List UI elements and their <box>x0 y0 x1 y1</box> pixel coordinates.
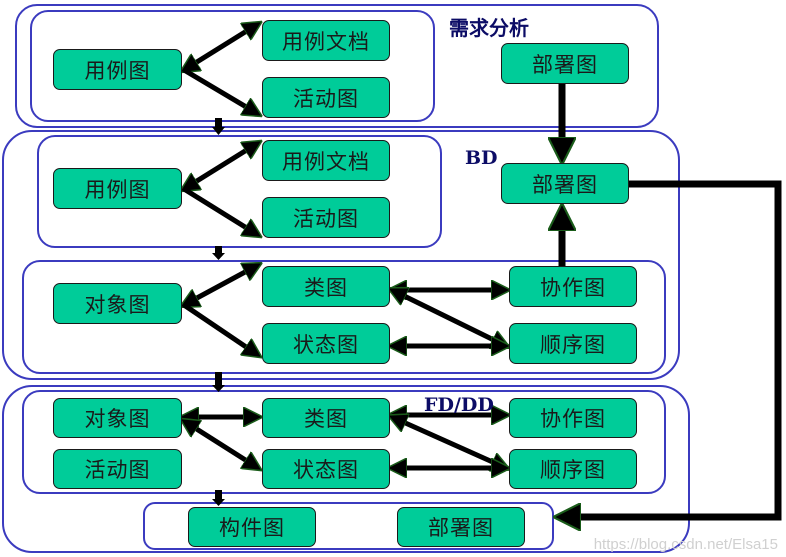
section-label-fddd: FD/DD <box>424 394 494 416</box>
node-req-deployment[interactable]: 部署图 <box>501 43 629 84</box>
node-fd-collaboration[interactable]: 协作图 <box>509 398 637 438</box>
node-bd-collaboration[interactable]: 协作图 <box>509 266 637 307</box>
node-req-activity[interactable]: 活动图 <box>262 77 390 118</box>
node-bd-use-case[interactable]: 用例图 <box>53 168 182 209</box>
node-fd-sequence[interactable]: 顺序图 <box>509 449 637 489</box>
node-bd-object[interactable]: 对象图 <box>53 283 182 324</box>
node-fd-object[interactable]: 对象图 <box>53 398 182 438</box>
watermark: https://blog.csdn.net/Elsa15 <box>593 536 778 553</box>
node-bd-class[interactable]: 类图 <box>262 266 390 307</box>
bd-inner-frame-top <box>37 135 442 248</box>
node-req-use-case[interactable]: 用例图 <box>53 49 182 90</box>
node-bd-deployment[interactable]: 部署图 <box>501 163 629 204</box>
requirements-outer-frame <box>15 4 659 128</box>
node-fd-component[interactable]: 构件图 <box>188 507 316 547</box>
node-fd-deployment[interactable]: 部署图 <box>397 507 525 547</box>
node-fd-state[interactable]: 状态图 <box>262 449 390 489</box>
requirements-inner-frame <box>30 10 435 122</box>
node-bd-sequence[interactable]: 顺序图 <box>509 323 637 364</box>
section-label-bd: BD <box>465 147 498 169</box>
section-label-requirements: 需求分析 <box>449 16 529 40</box>
node-bd-activity[interactable]: 活动图 <box>262 197 390 238</box>
node-req-use-case-doc[interactable]: 用例文档 <box>262 20 390 61</box>
node-bd-state[interactable]: 状态图 <box>262 323 390 364</box>
node-fd-class[interactable]: 类图 <box>262 398 390 438</box>
node-fd-activity[interactable]: 活动图 <box>53 449 182 489</box>
node-bd-use-case-doc[interactable]: 用例文档 <box>262 140 390 181</box>
